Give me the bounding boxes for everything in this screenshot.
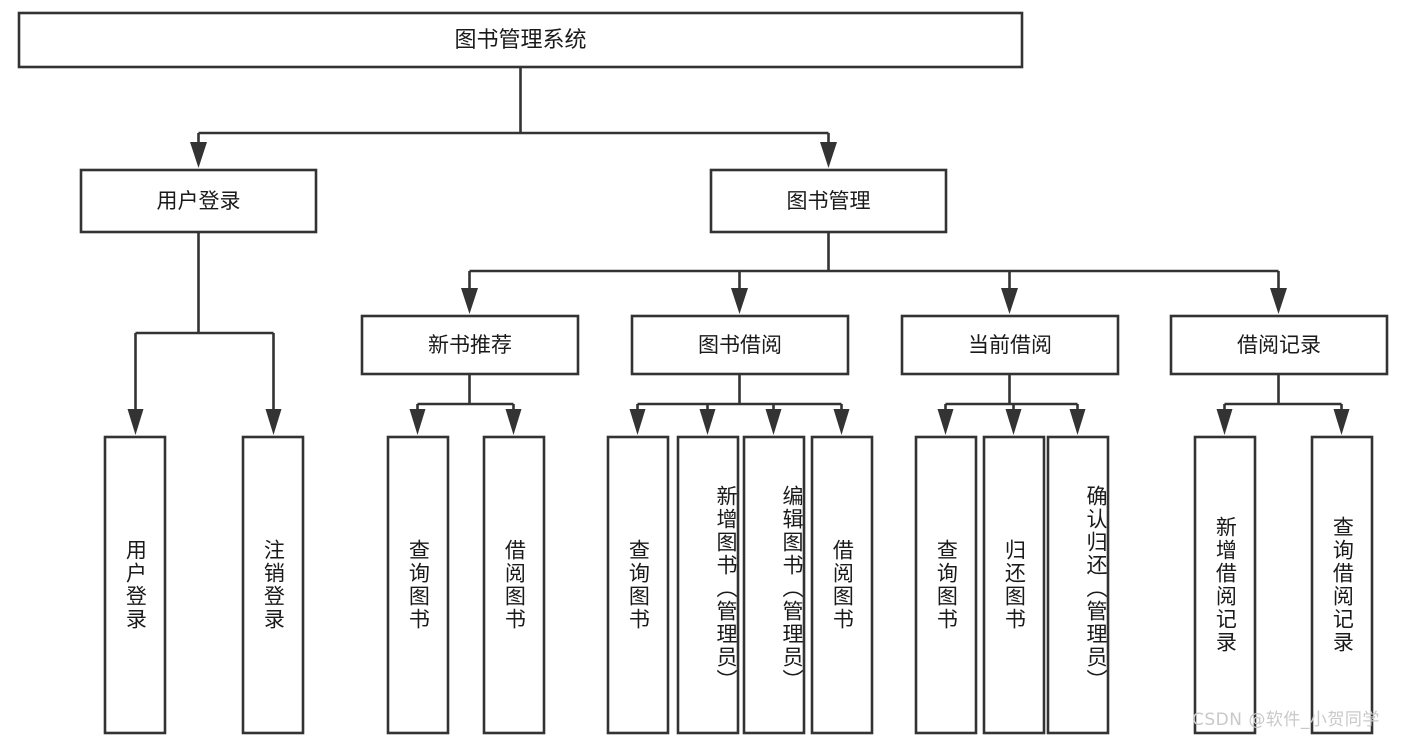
node-leaf-edit-book-box[interactable] [742,435,806,735]
arrow-cb-leaf-2 [1005,409,1022,435]
node-leaf-user-logout-box[interactable] [241,435,305,735]
node-book-manage[interactable]: 图书管理 [709,168,948,234]
arrow-br-leaf-1 [1216,409,1233,435]
connector-group-root [190,67,837,168]
arrow-nbr-leaf-1 [409,409,426,435]
arrow-bb-leaf-3 [765,409,782,435]
arrow-cb-leaf-1 [937,409,954,435]
connector-group-current-borrow [937,374,1086,435]
node-leaf-query-record-box[interactable] [1310,435,1374,735]
connector-group-borrow-record [1216,374,1350,435]
node-leaf-user-login-box[interactable] [103,435,167,735]
node-borrow-record-label: 借阅记录 [1237,333,1321,357]
node-book-manage-box[interactable] [709,168,948,234]
node-leaf-query-book-rec-box[interactable] [386,435,450,735]
arrow-bb-leaf-2 [699,409,716,435]
node-root-label: 图书管理系统 [454,28,586,53]
connector-group-new-book-rec [409,374,522,435]
node-current-borrow-label: 当前借阅 [968,333,1052,357]
node-book-borrow[interactable]: 图书借阅 [630,314,850,376]
node-leaf-borrow-book-rec-box[interactable] [482,435,546,735]
connector-group-book-borrow [629,374,850,435]
node-book-borrow-box[interactable] [630,314,850,376]
node-leaf-return-book-box[interactable] [982,435,1046,735]
arrow-bb-leaf-4 [833,409,850,435]
node-current-borrow[interactable]: 当前借阅 [900,314,1120,376]
arrow-bm-borrow-record [1270,288,1287,314]
node-leaf-query-book-cur-box[interactable] [914,435,978,735]
arrow-bb-leaf-1 [629,409,646,435]
node-book-manage-label: 图书管理 [787,189,871,213]
node-leaf-borrow-book-box[interactable] [810,435,874,735]
node-borrow-record[interactable]: 借阅记录 [1169,314,1389,376]
node-leaf-query-book-box[interactable] [606,435,670,735]
arrow-bm-new-book-rec [461,288,478,314]
node-borrow-record-box[interactable] [1169,314,1389,376]
arrow-br-leaf-2 [1333,409,1350,435]
connector-group-book-manage [461,232,1287,314]
node-root[interactable]: 图书管理系统 [17,11,1024,69]
arrow-nbr-leaf-2 [505,409,522,435]
csdn-watermark: CSDN @软件_小贺同学 [1192,710,1380,730]
node-leaf-confirm-return-box[interactable] [1046,435,1110,735]
arrow-user-login-leaf-1 [127,409,144,435]
node-user-login[interactable]: 用户登录 [79,168,318,234]
arrow-bm-current-borrow [1001,288,1018,314]
node-new-book-rec-label: 新书推荐 [428,333,512,357]
arrow-cb-leaf-3 [1069,409,1086,435]
node-leaf-add-record-box[interactable] [1193,435,1257,735]
node-new-book-rec-box[interactable] [360,314,580,376]
node-leaf-add-book-box[interactable] [676,435,740,735]
connector-group-user-login [127,232,282,435]
node-book-borrow-label: 图书借阅 [698,333,782,357]
arrow-root-to-user-login [190,142,207,168]
node-user-login-label: 用户登录 [157,189,241,213]
leaf-box-group [103,435,1374,735]
arrow-root-to-book-manage [820,142,837,168]
node-root-box[interactable] [17,11,1024,69]
arrow-user-login-leaf-2 [265,409,282,435]
node-user-login-box[interactable] [79,168,318,234]
arrow-bm-book-borrow [731,288,748,314]
node-current-borrow-box[interactable] [900,314,1120,376]
node-new-book-rec[interactable]: 新书推荐 [360,314,580,376]
